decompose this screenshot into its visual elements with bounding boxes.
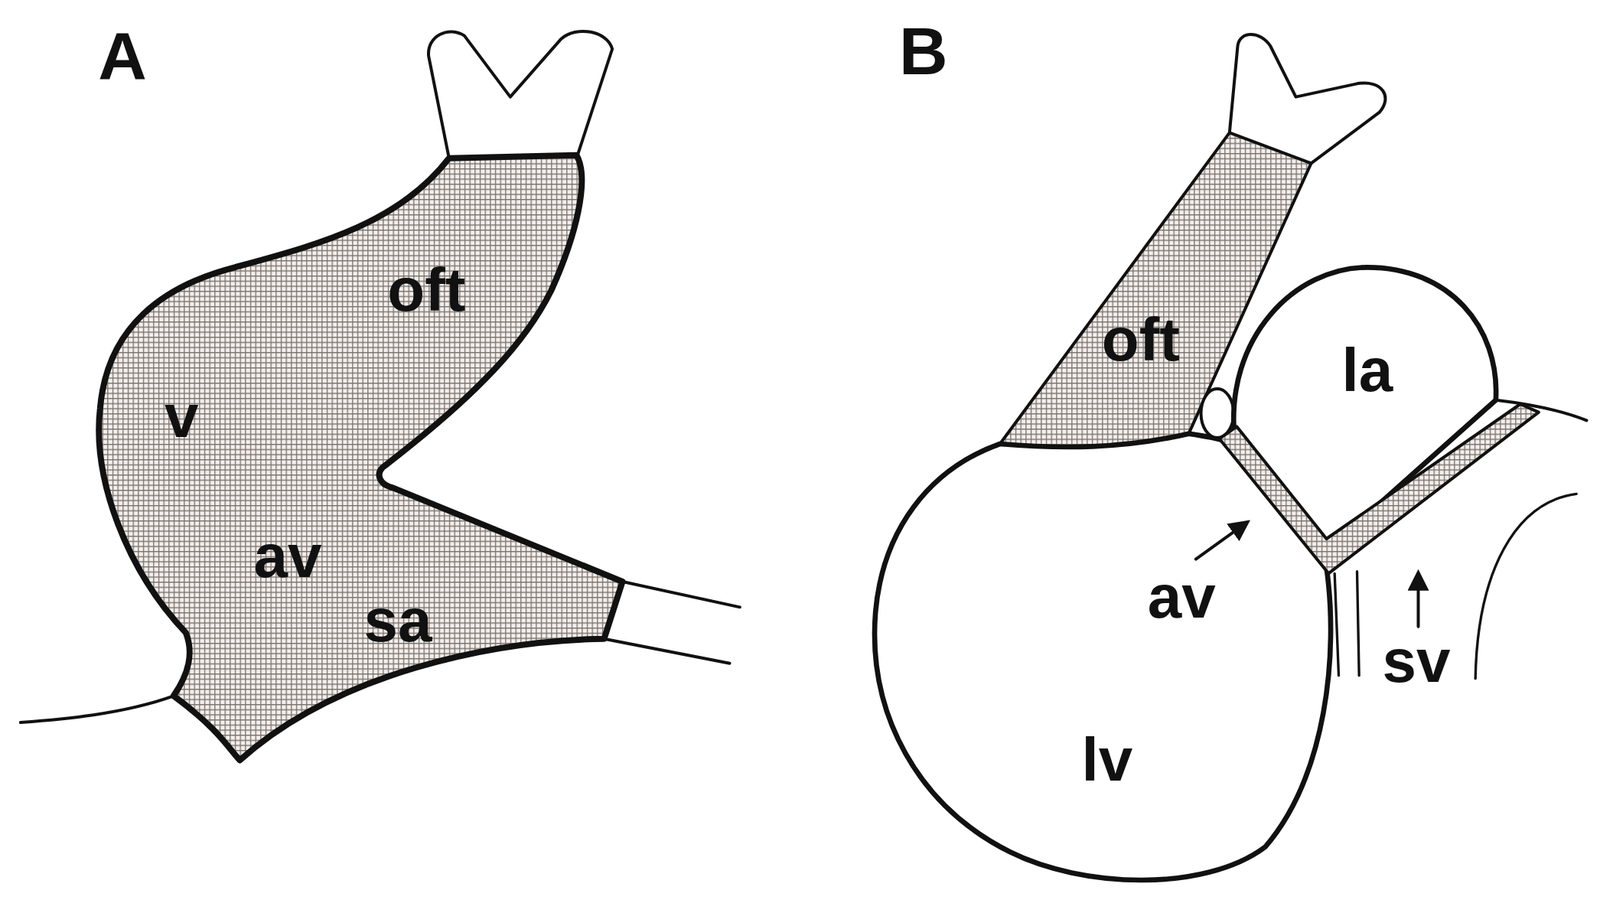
av-sv-band: [1219, 404, 1539, 574]
part-label: av: [1147, 566, 1216, 628]
part-label: av: [254, 525, 323, 587]
part-label: sa: [364, 589, 433, 652]
leader-arrow: [1417, 573, 1421, 626]
panel-letter: A: [97, 22, 147, 90]
leader-arrow: [1195, 522, 1248, 560]
inflow-vessel: [604, 581, 740, 664]
outflow-vessel: [428, 31, 613, 159]
body-wall: [1495, 400, 1587, 421]
part-label: lv: [1081, 729, 1134, 791]
part-label: sv: [1381, 630, 1451, 692]
heart-tube: [98, 155, 623, 761]
body-wall: [20, 695, 174, 723]
sinus-venosus-wall: [1334, 571, 1359, 676]
panel-letter: B: [899, 17, 949, 85]
left-ventricle: [874, 433, 1331, 880]
part-label: oft: [1101, 309, 1180, 371]
sinus-venosus-wall: [1475, 493, 1577, 678]
part-label: la: [1342, 339, 1394, 401]
left-atrium: [1233, 267, 1496, 551]
part-label: v: [164, 385, 199, 447]
part-label: oft: [387, 259, 466, 321]
